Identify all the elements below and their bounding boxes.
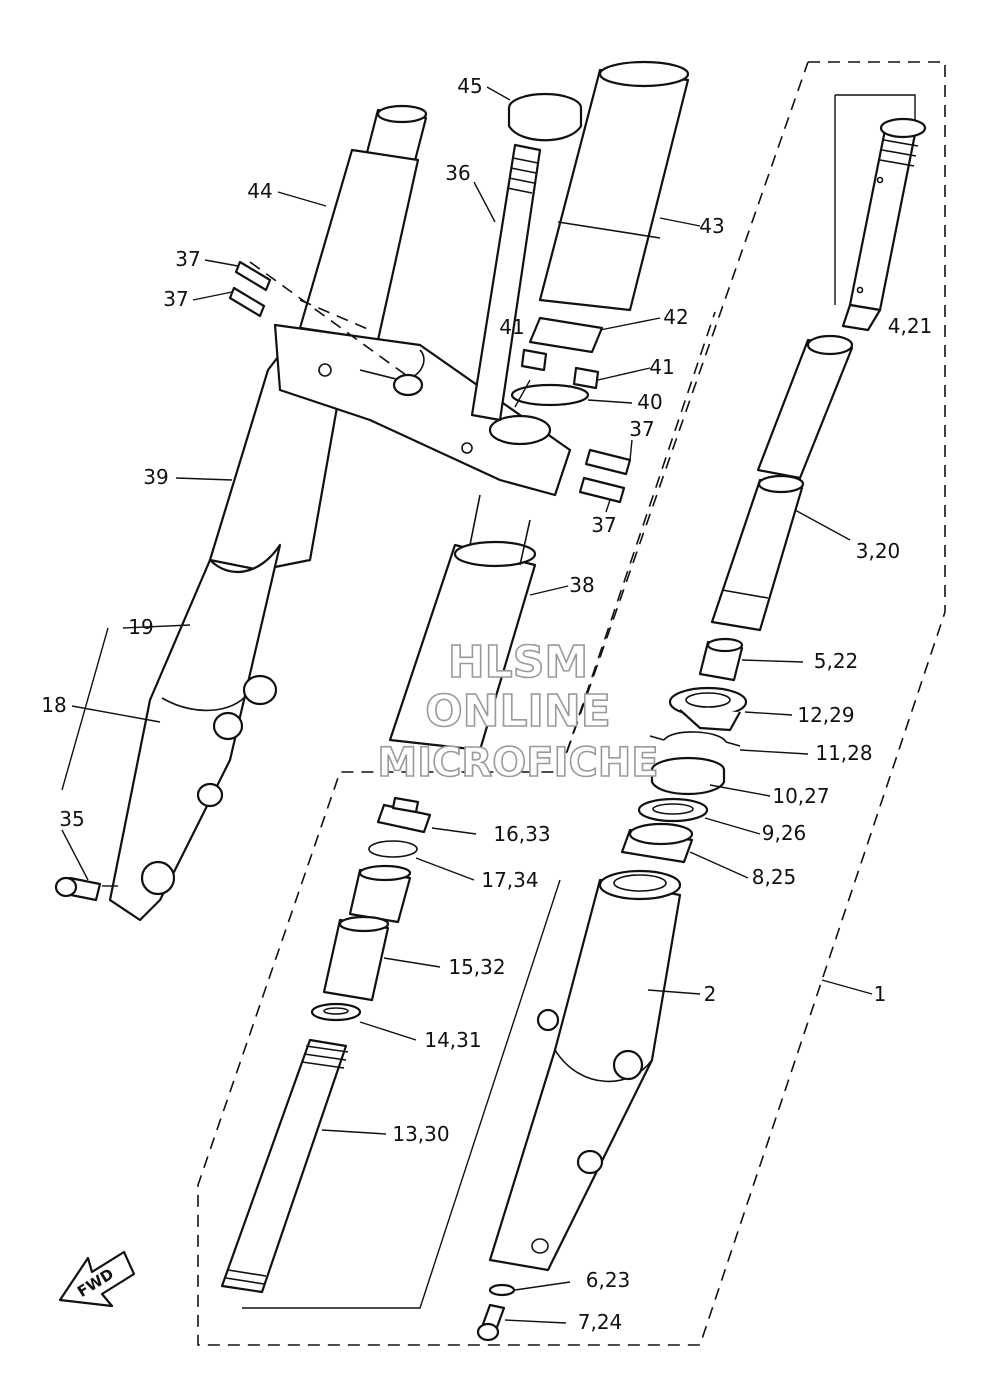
callout-16-33: 16,33	[493, 822, 550, 846]
part-38-cover-lower	[388, 494, 537, 752]
callout-8-25: 8,25	[752, 865, 797, 889]
callout-9-26: 9,26	[762, 821, 807, 845]
callout-14-31: 14,31	[424, 1028, 481, 1052]
inner-assembly-boundary	[559, 311, 716, 773]
callout-18: 18	[41, 693, 66, 717]
callout-37-a: 37	[175, 247, 200, 271]
callout-1: 1	[874, 982, 887, 1006]
part-13-30-fork-spring	[220, 879, 561, 1309]
callout-37-d: 37	[591, 513, 616, 537]
part-7-24-drain-bolt	[476, 1303, 506, 1342]
callout-3-20: 3,20	[856, 539, 901, 563]
callout-12-29: 12,29	[797, 703, 854, 727]
part-8-25-guide-bushing	[620, 822, 694, 864]
callout-41-b: 41	[649, 355, 674, 379]
fwd-direction-arrow: FWD	[58, 1250, 136, 1308]
part-40-lower-bracket	[249, 261, 572, 497]
part-36-steering-stem	[470, 143, 542, 422]
part-14-31-spring-seat	[310, 1002, 362, 1022]
callout-38: 38	[569, 573, 594, 597]
part-45-bearing	[507, 92, 583, 142]
callout-5-22: 5,22	[814, 649, 859, 673]
part-9-26-washer	[637, 797, 709, 823]
leader-lines	[61, 86, 873, 1324]
part-11-28-circlip	[649, 731, 741, 747]
part-44-handlebar-upper	[298, 104, 428, 342]
callout-40: 40	[637, 390, 662, 414]
part-40-washer-ring	[510, 383, 590, 407]
part-42-ring-nut	[528, 316, 604, 354]
callout-39: 39	[143, 465, 168, 489]
callout-6-23: 6,23	[586, 1268, 631, 1292]
watermark-line-3: MICROFICHE	[377, 740, 658, 786]
part-43-cover-upper	[538, 60, 690, 312]
part-17-34-o-ring	[368, 840, 418, 858]
part-15-32-spacer-collars	[322, 864, 412, 1002]
callout-37-b: 37	[163, 287, 188, 311]
part-37-bolts	[228, 260, 632, 504]
callout-labels: 45 36 44 43 37 37 42 41 41 40 37 37 39 3…	[41, 74, 932, 1334]
callout-41-a: 41	[499, 315, 524, 339]
assembly-1-boundary	[197, 61, 946, 1346]
part-35-axle-pinch-bolt	[54, 876, 102, 902]
part-16-33-cap-bolt	[376, 796, 432, 834]
callout-2: 2	[704, 982, 717, 1006]
watermark-line-1: HLSM	[448, 637, 588, 688]
part-5-22-bushing	[698, 637, 744, 682]
callout-15-32: 15,32	[448, 955, 505, 979]
callout-42: 42	[663, 305, 688, 329]
part-41-nuts	[520, 348, 600, 390]
callout-19: 19	[128, 615, 153, 639]
callout-11-28: 11,28	[815, 741, 872, 765]
part-12-29-dust-seal	[668, 686, 748, 732]
callout-7-24: 7,24	[578, 1310, 623, 1334]
callout-36: 36	[445, 161, 470, 185]
part-3-20-inner-tube	[710, 334, 854, 632]
callout-10-27: 10,27	[772, 784, 829, 808]
callout-4-21: 4,21	[888, 314, 933, 338]
callout-35: 35	[59, 807, 84, 831]
callout-45: 45	[457, 74, 482, 98]
callout-44: 44	[247, 179, 272, 203]
callout-13-30: 13,30	[392, 1122, 449, 1146]
callout-43: 43	[699, 214, 724, 238]
part-19-18-outer-tube-left	[108, 543, 282, 922]
callout-37-c: 37	[629, 417, 654, 441]
part-2-outer-tube	[488, 869, 682, 1272]
callout-17-34: 17,34	[481, 868, 538, 892]
part-4-21-damper-rod	[834, 94, 927, 332]
watermark-line-2: ONLINE	[425, 686, 611, 737]
watermark: HLSM ONLINE MICROFICHE	[377, 636, 660, 787]
part-6-23-washer	[488, 1283, 516, 1297]
part-10-27-oil-seal	[650, 756, 726, 796]
